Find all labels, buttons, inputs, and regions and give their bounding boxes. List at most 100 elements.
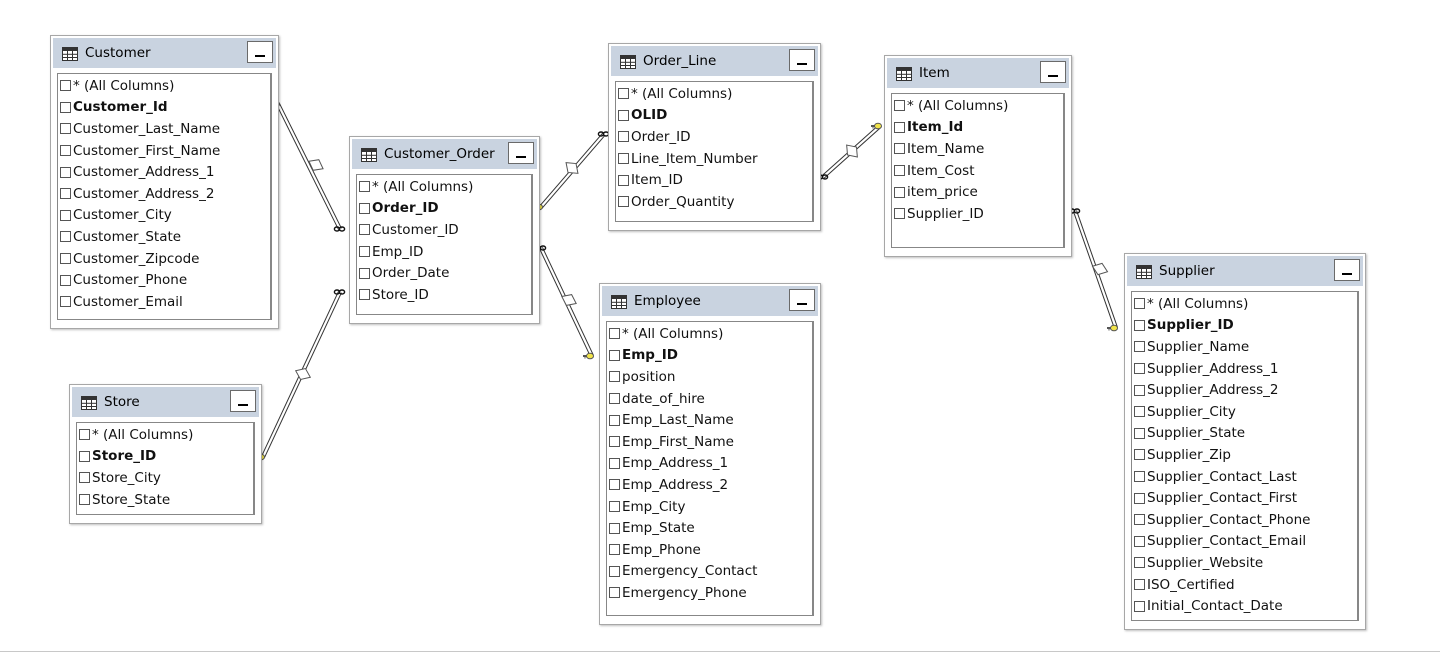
column-checkbox[interactable] — [60, 123, 71, 134]
column-row-primary-key[interactable]: Item_Id — [892, 117, 1063, 139]
column-row[interactable]: Customer_Phone — [58, 269, 270, 291]
column-row-primary-key[interactable]: Customer_Id — [58, 97, 270, 119]
column-row-primary-key[interactable]: Store_ID — [77, 446, 253, 468]
column-checkbox[interactable] — [1134, 514, 1145, 525]
column-row[interactable]: Order_Date — [357, 262, 531, 284]
minimize-button[interactable] — [1334, 259, 1360, 281]
column-checkbox[interactable] — [1134, 493, 1145, 504]
column-row[interactable]: Initial_Contact_Date — [1132, 595, 1357, 617]
minimize-button[interactable] — [789, 289, 815, 311]
table-employee[interactable]: Employee* (All Columns)Emp_IDpositiondat… — [599, 283, 821, 625]
column-checkbox[interactable] — [359, 246, 370, 257]
column-checkbox[interactable] — [1134, 298, 1145, 309]
column-row[interactable]: Store_ID — [357, 284, 531, 306]
column-checkbox[interactable] — [618, 175, 629, 186]
column-row-primary-key[interactable]: Emp_ID — [607, 345, 812, 367]
column-row[interactable]: Emp_State — [607, 517, 812, 539]
column-checkbox[interactable] — [609, 328, 620, 339]
column-row[interactable]: Customer_Address_2 — [58, 183, 270, 205]
table-item[interactable]: Item* (All Columns)Item_IdItem_NameItem_… — [884, 55, 1072, 257]
column-checkbox[interactable] — [609, 587, 620, 598]
column-row[interactable]: Customer_Email — [58, 291, 270, 313]
minimize-button[interactable] — [508, 142, 534, 164]
column-row[interactable]: Store_State — [77, 489, 253, 511]
column-checkbox[interactable] — [1134, 363, 1145, 374]
column-checkbox[interactable] — [359, 181, 370, 192]
column-checkbox[interactable] — [60, 275, 71, 286]
column-row[interactable]: Supplier_Contact_Last — [1132, 466, 1357, 488]
column-row[interactable]: Item_ID — [616, 169, 812, 191]
table-order-line[interactable]: Order_Line* (All Columns)OLIDOrder_IDLin… — [608, 43, 821, 231]
column-row[interactable]: Emp_City — [607, 496, 812, 518]
column-row[interactable]: Customer_City — [58, 205, 270, 227]
column-row[interactable]: Emp_Address_2 — [607, 474, 812, 496]
column-row[interactable]: Emp_ID — [357, 241, 531, 263]
minimize-button[interactable] — [789, 49, 815, 71]
column-row[interactable]: Emp_Last_Name — [607, 409, 812, 431]
minimize-button[interactable] — [247, 41, 273, 63]
table-header[interactable]: Store — [72, 387, 259, 417]
column-row[interactable]: Customer_Last_Name — [58, 118, 270, 140]
minimize-button[interactable] — [1040, 61, 1066, 83]
column-row[interactable]: Store_City — [77, 467, 253, 489]
column-row[interactable]: Emergency_Phone — [607, 582, 812, 604]
column-checkbox[interactable] — [1134, 385, 1145, 396]
table-customer-order[interactable]: Customer_Order* (All Columns)Order_IDCus… — [349, 136, 540, 324]
column-checkbox[interactable] — [894, 187, 905, 198]
column-checkbox[interactable] — [894, 122, 905, 133]
column-checkbox[interactable] — [1134, 320, 1145, 331]
column-checkbox[interactable] — [60, 167, 71, 178]
column-row[interactable]: Supplier_City — [1132, 401, 1357, 423]
column-checkbox[interactable] — [60, 145, 71, 156]
relationship-item-to-order-line[interactable] — [817, 123, 881, 179]
column-checkbox[interactable] — [60, 188, 71, 199]
column-checkbox[interactable] — [79, 494, 90, 505]
column-checkbox[interactable] — [1134, 579, 1145, 590]
column-row-primary-key[interactable]: Supplier_ID — [1132, 315, 1357, 337]
column-row[interactable]: Supplier_Address_2 — [1132, 379, 1357, 401]
column-checkbox[interactable] — [60, 296, 71, 307]
column-checkbox[interactable] — [609, 371, 620, 382]
column-row[interactable]: Customer_First_Name — [58, 140, 270, 162]
table-header[interactable]: Customer — [53, 38, 276, 68]
column-checkbox[interactable] — [359, 224, 370, 235]
relationship-supplier-to-item[interactable] — [1069, 209, 1117, 331]
column-checkbox[interactable] — [609, 415, 620, 426]
column-checkbox[interactable] — [1134, 428, 1145, 439]
column-checkbox[interactable] — [359, 289, 370, 300]
column-checkbox[interactable] — [1134, 557, 1145, 568]
column-checkbox[interactable] — [1134, 449, 1145, 460]
column-checkbox[interactable] — [618, 110, 629, 121]
column-row[interactable]: Supplier_Website — [1132, 552, 1357, 574]
column-checkbox[interactable] — [618, 88, 629, 99]
column-checkbox[interactable] — [60, 231, 71, 242]
column-checkbox[interactable] — [1134, 536, 1145, 547]
column-checkbox[interactable] — [79, 472, 90, 483]
minimize-button[interactable] — [230, 390, 256, 412]
column-checkbox[interactable] — [894, 100, 905, 111]
column-row[interactable]: Supplier_ID — [892, 203, 1063, 225]
column-row[interactable]: * (All Columns) — [607, 323, 812, 345]
column-checkbox[interactable] — [1134, 341, 1145, 352]
column-row-primary-key[interactable]: OLID — [616, 105, 812, 127]
column-row[interactable]: Customer_State — [58, 226, 270, 248]
column-checkbox[interactable] — [618, 131, 629, 142]
column-row[interactable]: Supplier_State — [1132, 423, 1357, 445]
column-checkbox[interactable] — [894, 165, 905, 176]
column-row[interactable]: Supplier_Zip — [1132, 444, 1357, 466]
column-row[interactable]: Order_ID — [616, 126, 812, 148]
column-row[interactable]: Emp_Phone — [607, 539, 812, 561]
column-row[interactable]: Item_Cost — [892, 160, 1063, 182]
relationship-customer-to-customer-order[interactable] — [269, 101, 345, 231]
column-row[interactable]: * (All Columns) — [616, 83, 812, 105]
column-row[interactable]: Customer_Address_1 — [58, 161, 270, 183]
column-checkbox[interactable] — [894, 208, 905, 219]
column-row[interactable]: Item_Name — [892, 138, 1063, 160]
table-header[interactable]: Customer_Order — [352, 139, 537, 169]
table-header[interactable]: Employee — [602, 286, 818, 316]
column-row[interactable]: Emp_Address_1 — [607, 453, 812, 475]
column-row[interactable]: Supplier_Contact_Email — [1132, 531, 1357, 553]
column-checkbox[interactable] — [894, 143, 905, 154]
column-checkbox[interactable] — [60, 253, 71, 264]
column-row[interactable]: * (All Columns) — [77, 424, 253, 446]
